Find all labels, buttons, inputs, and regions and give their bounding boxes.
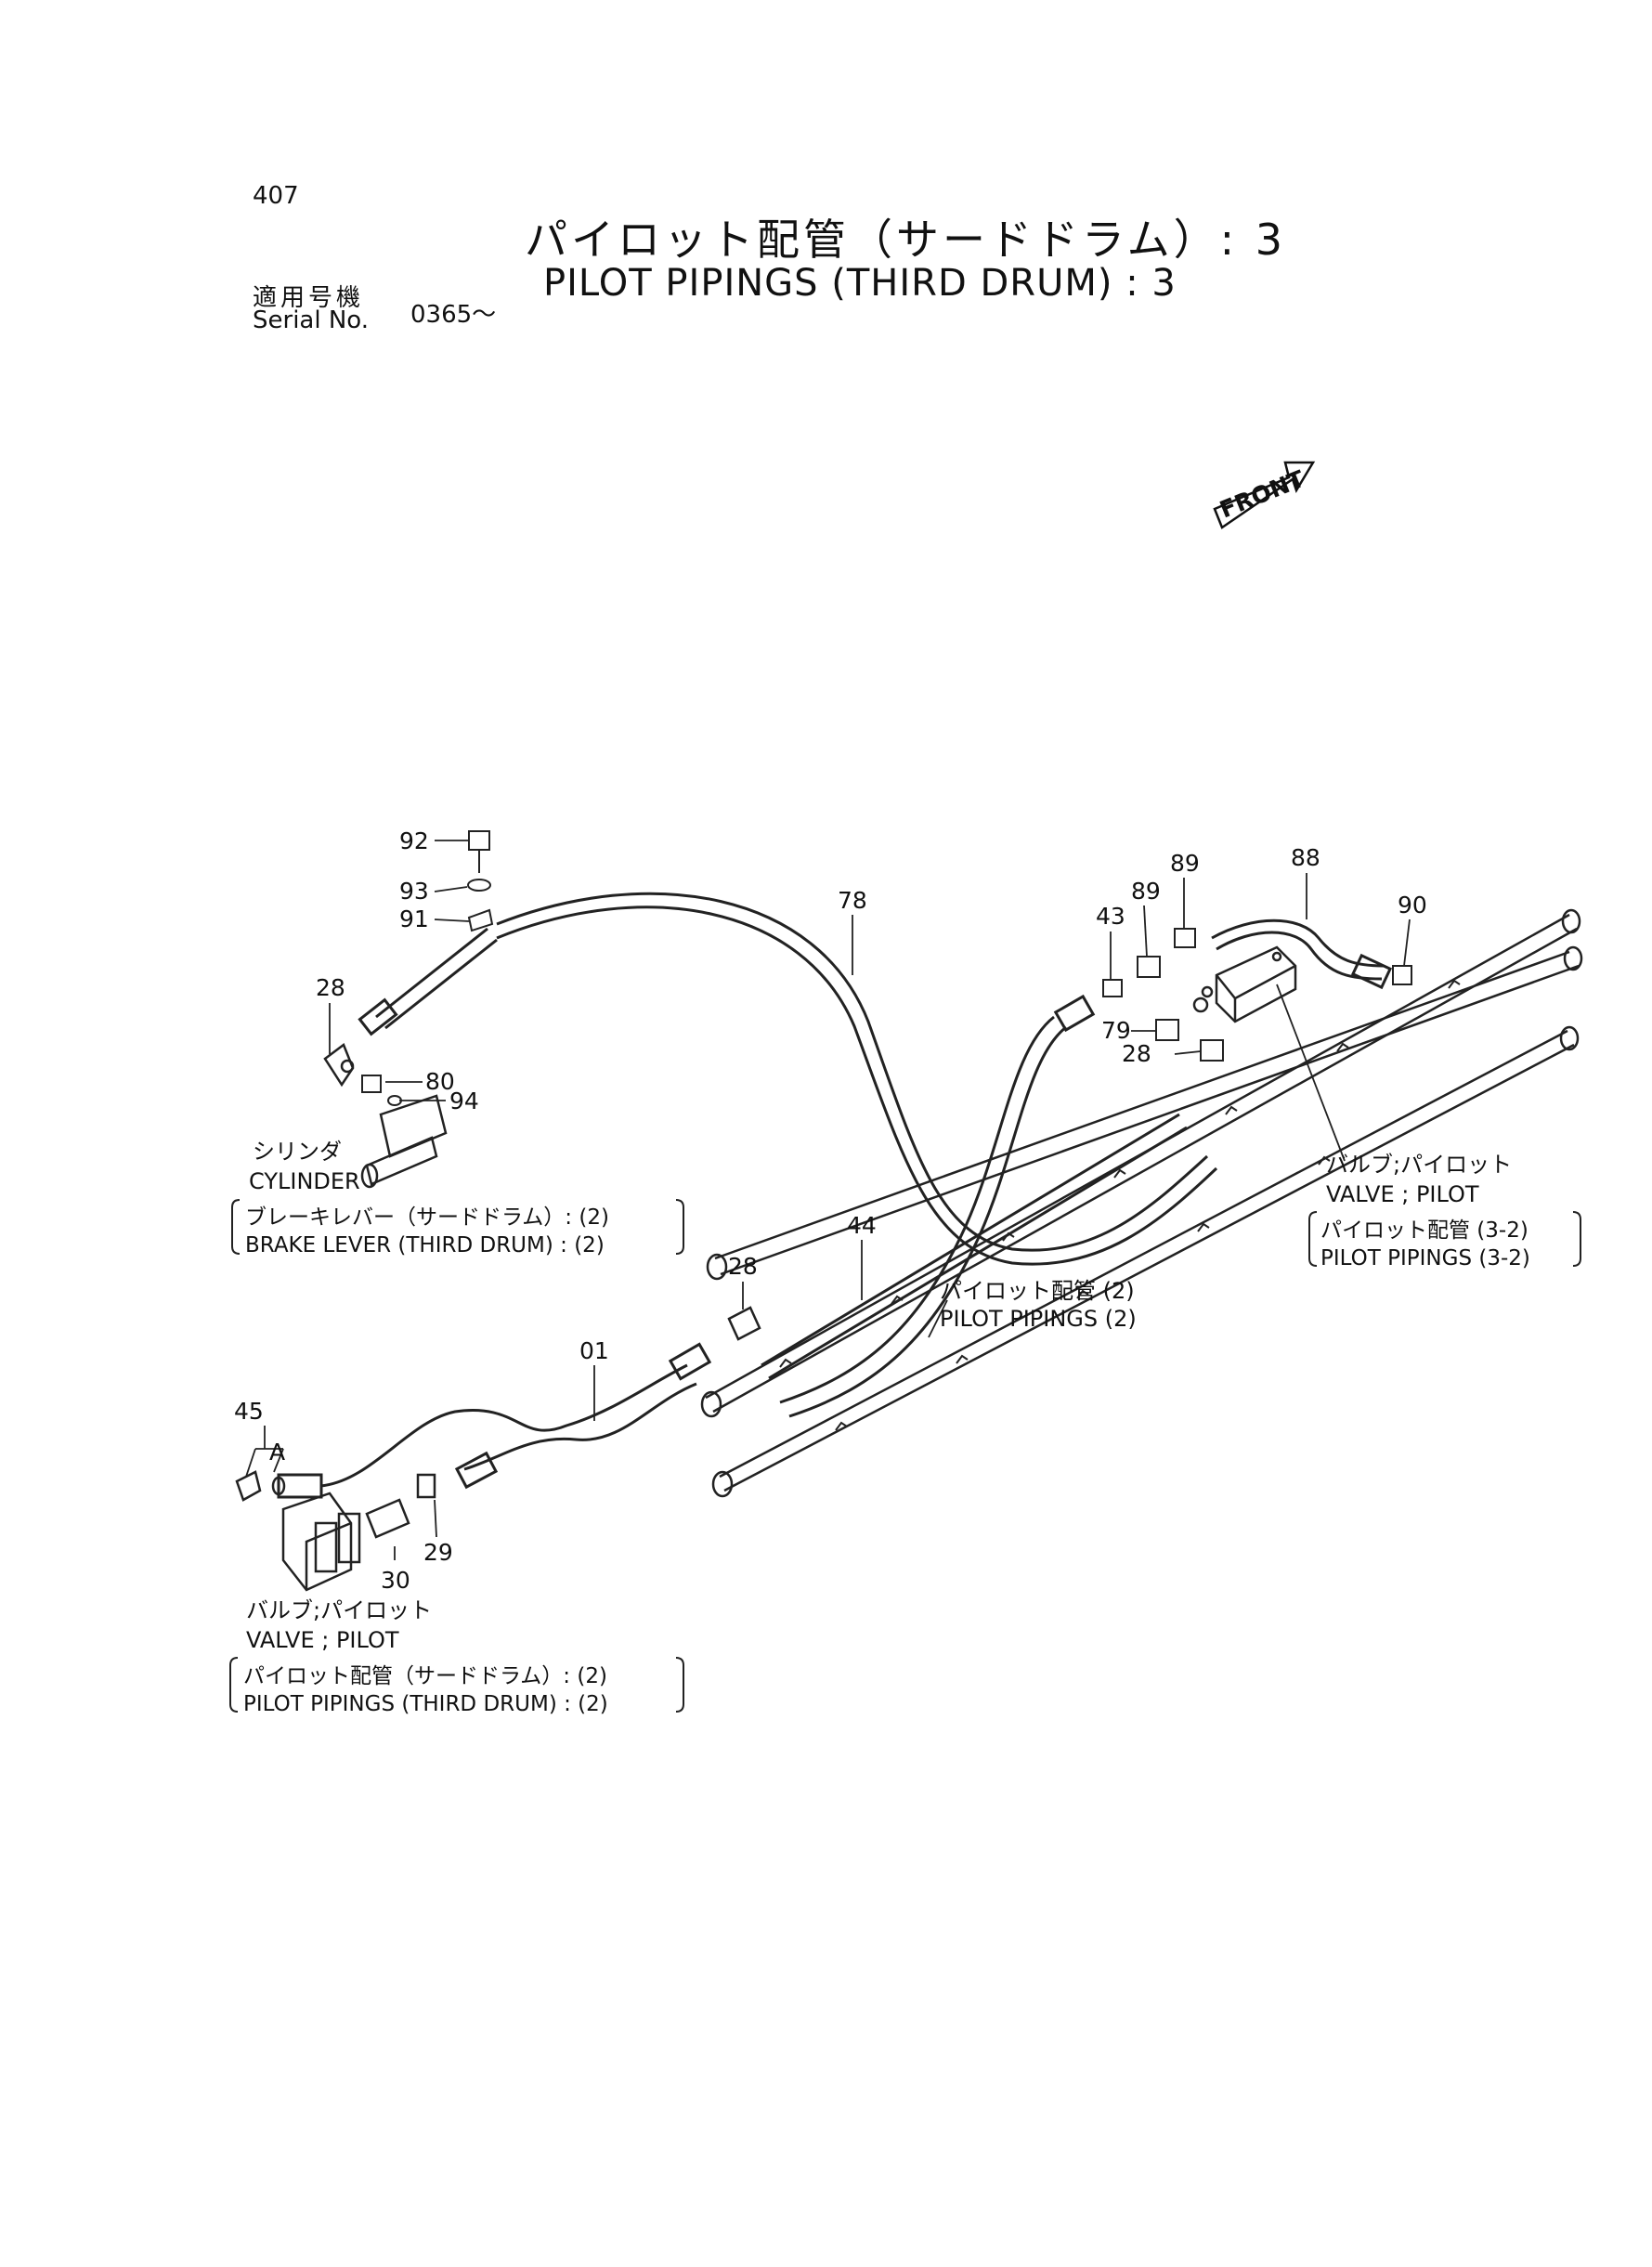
callout-89-b: 89 <box>1170 850 1200 877</box>
callout-43: 43 <box>1096 903 1125 930</box>
note-valve-right-ref-en: PILOT PIPINGS (3-2) <box>1320 1246 1530 1270</box>
callout-94: 94 <box>449 1088 479 1114</box>
note-cylinder-en: CYLINDER <box>249 1168 360 1194</box>
bracket-left-brake <box>231 1199 241 1255</box>
callout-80: 80 <box>425 1068 455 1095</box>
note-valve-left-jp: バルブ;パイロット <box>246 1597 432 1623</box>
fitting-92-bolt <box>468 830 490 873</box>
callout-28-upper: 28 <box>316 974 345 1001</box>
serial-number-value: 0365～ <box>410 301 497 329</box>
cylinder-part <box>360 1094 448 1189</box>
hose-88 <box>1211 919 1393 990</box>
hose-44 <box>761 994 1188 1418</box>
valve-left-assembly <box>235 1470 436 1592</box>
callout-30: 30 <box>381 1567 410 1594</box>
note-valve-right-ref-jp: パイロット配管 (3-2) <box>1320 1218 1528 1243</box>
note-valve-right-jp: バルブ;パイロット <box>1326 1152 1512 1178</box>
note-pilot-piping-en: PILOT PIPINGS (2) <box>940 1306 1137 1332</box>
fitting-80-94 <box>361 1075 402 1106</box>
bracket-right-valve-left <box>675 1657 684 1713</box>
hose-78 <box>496 892 1218 1266</box>
note-valve-right-en: VALVE ; PILOT <box>1326 1181 1479 1207</box>
fitting-28-tee <box>727 1306 761 1341</box>
note-valve-left-ref-jp: パイロット配管（サードドラム）: (2) <box>243 1664 607 1688</box>
callout-90: 90 <box>1398 892 1427 919</box>
callout-91: 91 <box>399 905 429 932</box>
front-label: FRONT <box>1216 465 1307 524</box>
front-arrow-icon: FRONT <box>1213 461 1316 529</box>
note-brake-ref-jp: ブレーキレバー（サードドラム）: (2) <box>245 1205 609 1230</box>
page-number: 407 <box>253 182 299 210</box>
bracket-left-valve-left <box>229 1657 239 1713</box>
pilot-valve-right <box>1192 945 1297 1023</box>
bracket-right-brake <box>675 1199 684 1255</box>
callout-89-a: 89 <box>1131 878 1161 905</box>
serial-label-english: Serial No. <box>253 306 369 334</box>
rail-clamps <box>779 979 1461 1431</box>
fittings-79-28 <box>1155 1019 1224 1062</box>
callout-28-tee: 28 <box>728 1253 758 1280</box>
callout-88: 88 <box>1291 844 1320 871</box>
fitting-93-washer <box>467 879 491 892</box>
callout-01: 01 <box>579 1337 609 1364</box>
title-english: PILOT PIPINGS (THIRD DRUM) : 3 <box>543 262 1177 305</box>
callout-28-right: 28 <box>1122 1040 1151 1067</box>
leader-lines <box>245 840 1411 1560</box>
hose-upper-left <box>358 927 498 1036</box>
callout-79: 79 <box>1101 1017 1131 1044</box>
note-pilot-piping-jp: パイロット配管 (2) <box>940 1278 1135 1304</box>
hose-01 <box>277 1342 712 1499</box>
title-japanese: パイロット配管（サードドラム）: 3 <box>525 215 1287 265</box>
callout-44: 44 <box>847 1212 877 1239</box>
serial-label-japanese: 適用号機 <box>253 284 365 312</box>
note-cylinder-jp: シリンダ <box>253 1139 342 1165</box>
fitting-90 <box>1392 965 1412 985</box>
fitting-91-clamp <box>467 908 494 932</box>
fitting-28-elbow-upper <box>323 1043 355 1088</box>
bracket-left-valve-right <box>1308 1211 1318 1267</box>
bracket-right-valve-right <box>1572 1211 1581 1267</box>
note-valve-left-en: VALVE ; PILOT <box>246 1627 399 1653</box>
callout-92: 92 <box>399 827 429 854</box>
callout-A: A <box>269 1439 285 1466</box>
note-valve-left-ref-en: PILOT PIPINGS (THIRD DRUM) : (2) <box>243 1692 608 1716</box>
frame-rails <box>700 908 1583 1498</box>
fittings-43-89 <box>1102 928 1196 997</box>
callout-78: 78 <box>838 887 867 914</box>
callout-29: 29 <box>423 1539 453 1566</box>
callout-93: 93 <box>399 878 429 905</box>
callout-45: 45 <box>234 1398 264 1425</box>
note-brake-ref-en: BRAKE LEVER (THIRD DRUM) : (2) <box>245 1233 605 1257</box>
